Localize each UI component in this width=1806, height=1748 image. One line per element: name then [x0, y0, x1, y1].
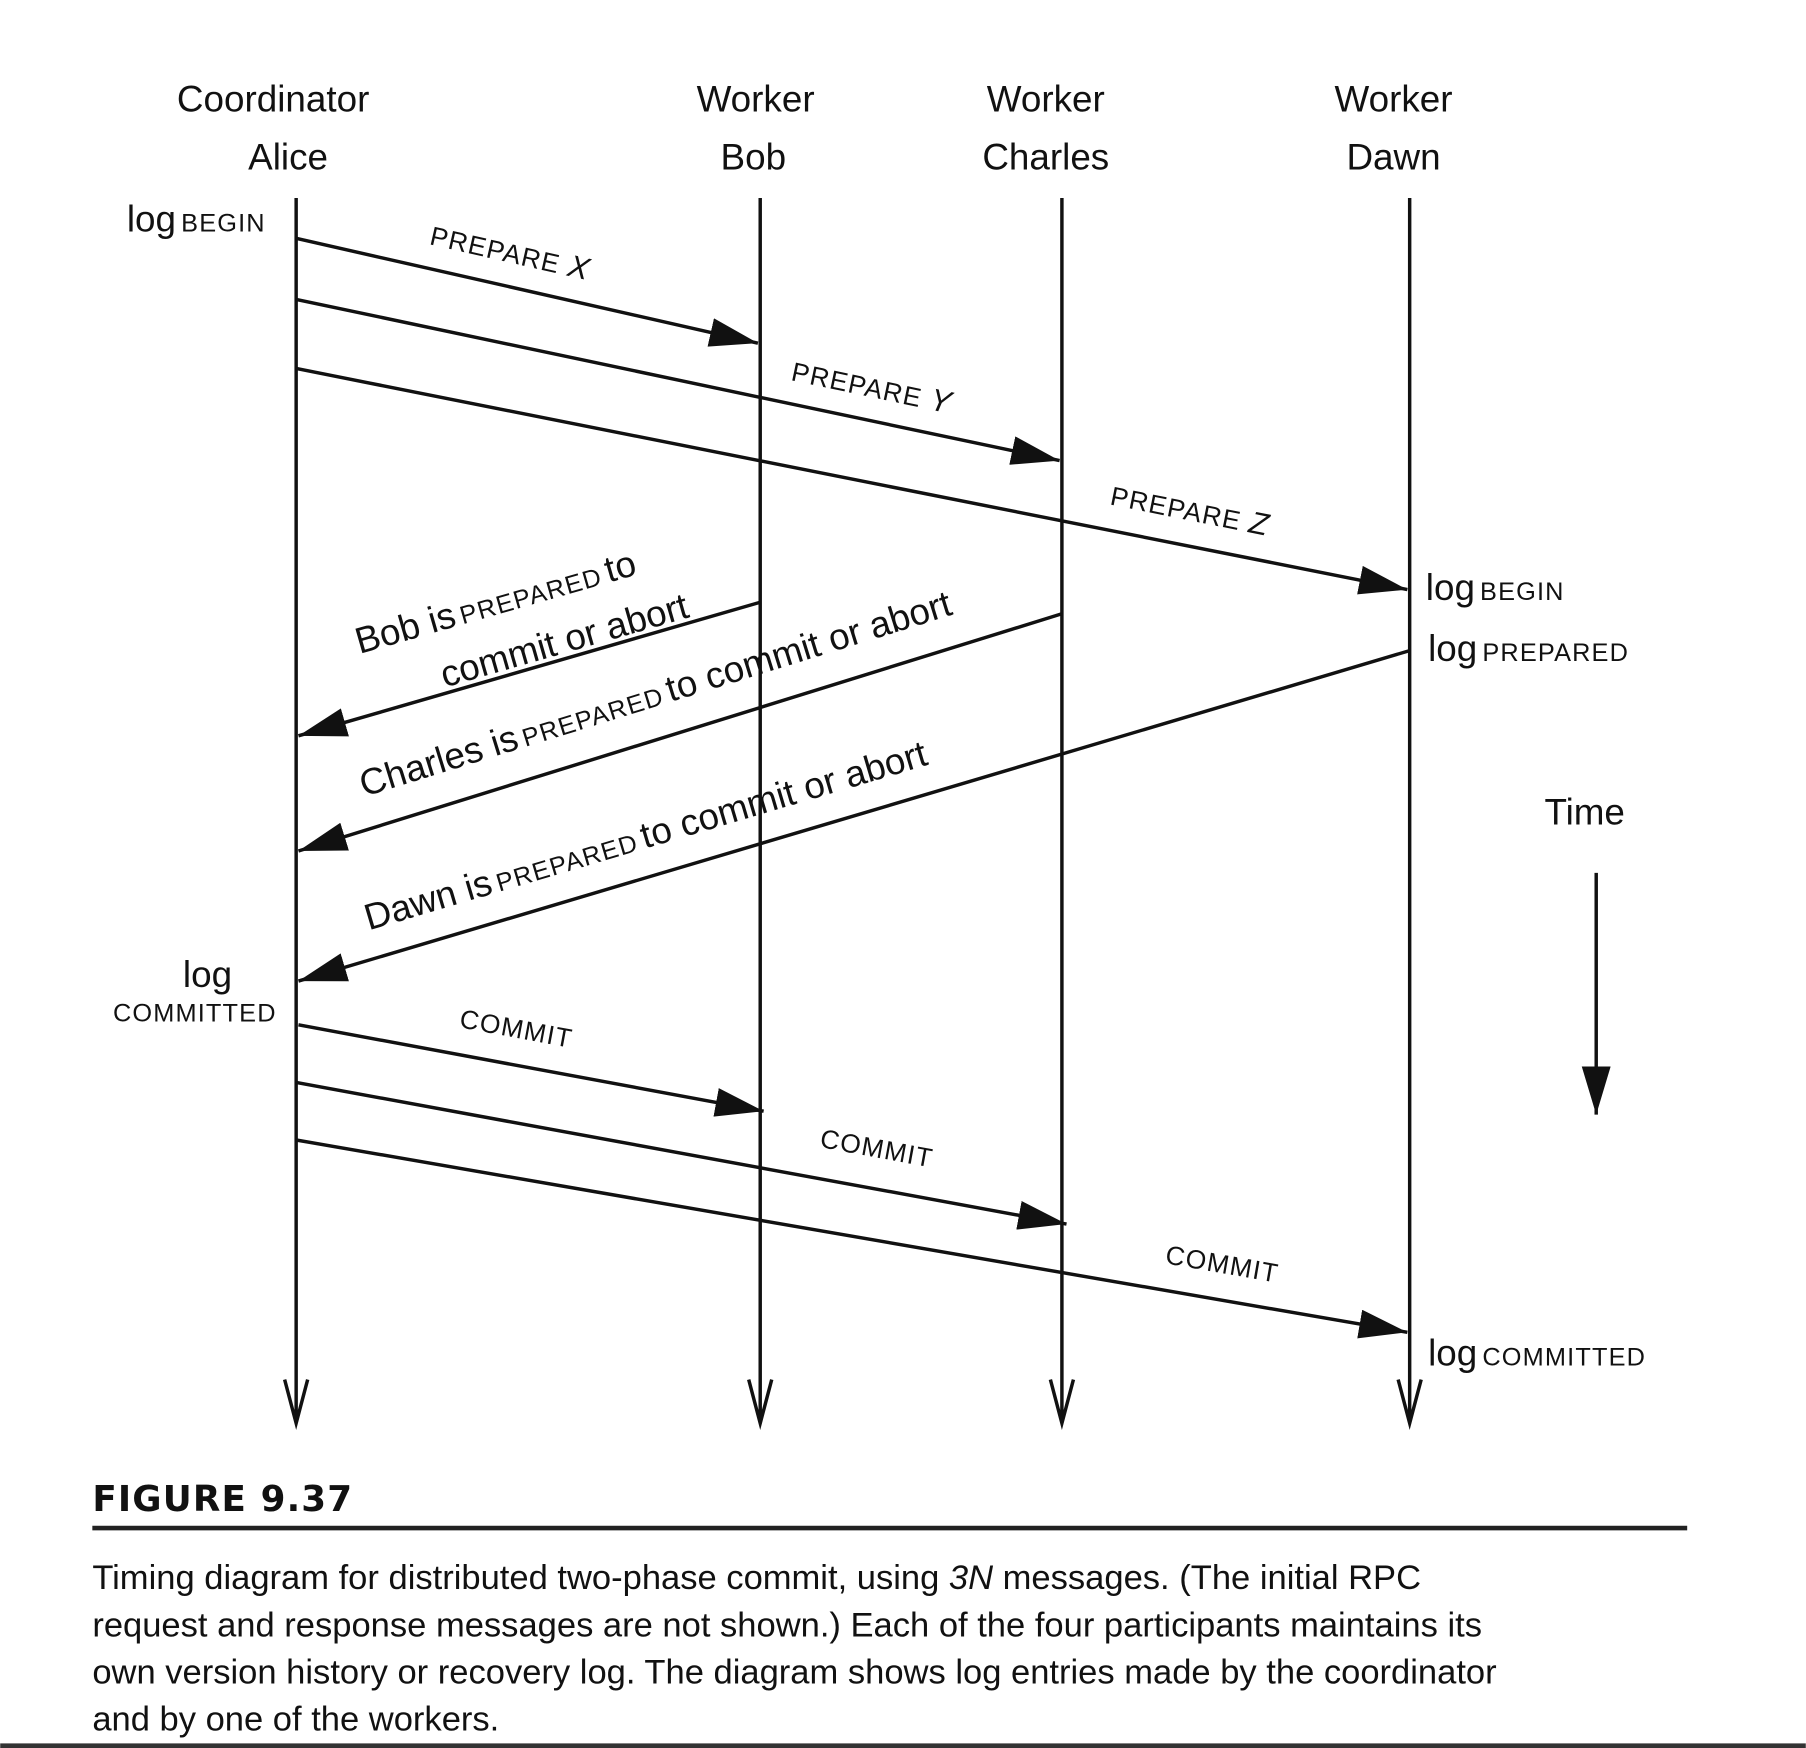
name-label: Dawn — [1346, 136, 1440, 177]
label-commit-dawn: COMMIT — [1163, 1240, 1281, 1289]
log-alice-begin: log BEGIN — [127, 198, 266, 239]
caption-divider — [92, 1525, 1688, 1531]
role-label: Coordinator — [177, 79, 369, 120]
lifeline-alice — [282, 198, 310, 1431]
name-label: Alice — [248, 136, 328, 177]
participant-alice: Coordinator Alice — [177, 79, 369, 178]
caption-line-4: and by one of the workers. — [92, 1701, 499, 1739]
role-label: Worker — [1335, 79, 1453, 120]
time-label: Time — [1544, 791, 1624, 832]
participant-bob: Worker Bob — [697, 79, 815, 178]
page-bottom-border — [0, 1743, 1806, 1748]
label-prepare-z: PREPARE Z — [1108, 477, 1273, 543]
caption-line-1: Timing diagram for distributed two-phase… — [92, 1559, 1421, 1597]
figure-number: FIGURE 9.37 — [92, 1479, 353, 1520]
label-prepare-x: PREPARE X — [427, 217, 594, 287]
log-dawn-committed: log COMMITTED — [1428, 1333, 1646, 1374]
arrow-dawn-prepared — [297, 648, 1411, 983]
log-alice-committed-entry: COMMITTED — [113, 999, 277, 1027]
arrow-bob-prepared — [297, 600, 761, 738]
log-dawn-begin: log BEGIN — [1426, 567, 1565, 608]
caption-line-3: own version history or recovery log. The… — [92, 1654, 1496, 1692]
arrow-commit-bob — [298, 1023, 764, 1117]
lifelines — [282, 198, 1423, 1431]
arrow-commit-charles — [295, 1080, 1067, 1230]
role-label: Worker — [987, 79, 1105, 120]
log-dawn-prepared: log PREPARED — [1428, 628, 1629, 669]
participant-charles: Worker Charles — [982, 79, 1109, 178]
role-label: Worker — [697, 79, 815, 120]
arrow-prepare-z — [295, 366, 1408, 595]
label-commit-bob: COMMIT — [457, 1004, 575, 1054]
lifeline-charles — [1048, 198, 1076, 1431]
participant-dawn: Worker Dawn — [1335, 79, 1453, 178]
arrow-charles-prepared — [297, 612, 1063, 853]
log-alice-committed-word: log — [183, 954, 232, 995]
arrow-prepare-x — [295, 236, 759, 347]
label-commit-charles: COMMIT — [818, 1123, 936, 1173]
arrow-commit-dawn — [295, 1138, 1408, 1339]
name-label: Bob — [721, 136, 787, 177]
caption-line-2: request and response messages are not sh… — [92, 1606, 1482, 1644]
lifeline-dawn — [1396, 198, 1423, 1431]
name-label: Charles — [982, 136, 1109, 177]
arrow-prepare-y — [295, 297, 1060, 465]
